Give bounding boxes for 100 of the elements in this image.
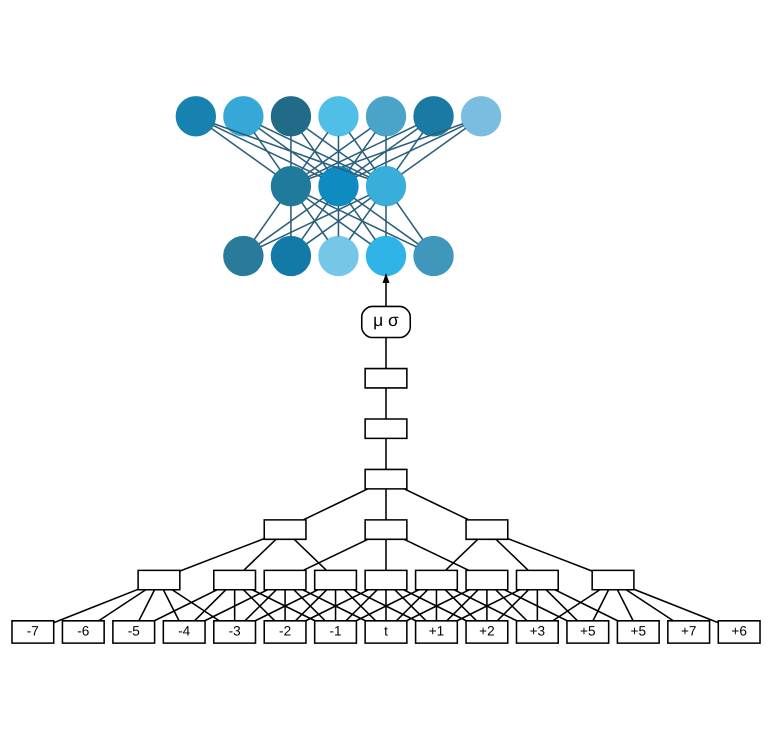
node-box: +6 <box>718 620 761 644</box>
connector <box>214 122 368 179</box>
connector <box>194 588 226 621</box>
connector <box>404 538 469 570</box>
connector <box>284 590 286 620</box>
node-circle <box>270 235 312 276</box>
connector <box>212 124 322 178</box>
connector <box>404 488 469 520</box>
connector <box>303 488 368 520</box>
connector <box>546 588 578 621</box>
connector <box>210 127 276 174</box>
node-box <box>314 569 358 590</box>
node-box: +1 <box>414 620 458 644</box>
connector <box>508 538 592 572</box>
connector <box>234 590 236 620</box>
connector <box>260 194 370 248</box>
node-circle <box>460 96 502 136</box>
node-box <box>591 569 635 590</box>
node-box: -7 <box>11 620 54 644</box>
connector <box>258 127 324 174</box>
node-box: -3 <box>213 620 256 644</box>
node-circle <box>413 235 454 276</box>
connector <box>308 124 417 178</box>
connector <box>243 538 276 570</box>
connector <box>385 590 387 620</box>
node-box: +5 <box>566 620 610 644</box>
node-box: -2 <box>263 620 307 644</box>
connector <box>504 588 568 621</box>
connector <box>354 127 419 174</box>
connector <box>634 588 718 623</box>
connector <box>162 589 180 620</box>
node-circle <box>366 165 406 206</box>
node-circle <box>176 96 216 136</box>
connector <box>254 202 281 240</box>
connector <box>396 132 424 170</box>
node-box <box>364 418 408 439</box>
connector <box>172 588 220 621</box>
connector <box>626 588 674 621</box>
node-box <box>364 468 408 490</box>
connector <box>554 588 618 621</box>
node-box: t <box>364 620 408 644</box>
node-circle <box>413 96 454 136</box>
connector <box>496 538 529 570</box>
connector <box>348 132 376 170</box>
connector <box>98 588 146 621</box>
connector <box>253 132 281 170</box>
connector <box>154 588 218 621</box>
node-circle <box>318 235 359 276</box>
node-circle <box>223 96 264 136</box>
connector <box>385 337 387 368</box>
node-box: -5 <box>112 620 156 644</box>
node-box: +7 <box>667 620 710 644</box>
connector <box>385 135 387 166</box>
connector <box>385 488 387 520</box>
connector <box>258 196 324 244</box>
connector <box>308 122 464 179</box>
connector <box>592 589 610 620</box>
node-box <box>465 569 509 590</box>
connector <box>290 205 292 236</box>
node-box: +2 <box>465 620 509 644</box>
node-box: -1 <box>314 620 358 644</box>
connector <box>445 538 478 570</box>
connector <box>353 196 418 244</box>
node-box <box>137 569 181 590</box>
node-box <box>364 367 408 388</box>
connector <box>552 588 600 621</box>
connector <box>486 590 488 620</box>
connector <box>204 588 268 621</box>
node-box <box>263 518 307 540</box>
node-box <box>364 569 408 590</box>
connector <box>260 124 370 178</box>
node-circle <box>366 96 406 136</box>
node-box <box>263 569 307 590</box>
connector <box>54 588 138 623</box>
connector <box>396 202 424 240</box>
connector <box>385 538 387 570</box>
node-box: +3 <box>516 620 559 644</box>
arrow <box>382 272 390 306</box>
node-box <box>414 569 458 590</box>
connector <box>301 132 328 170</box>
node-box: +5 <box>616 620 660 644</box>
node-circle <box>318 96 359 136</box>
connector <box>301 202 328 240</box>
connector <box>334 590 336 620</box>
connector <box>385 438 387 469</box>
node-circle <box>318 165 359 206</box>
connector <box>401 127 466 174</box>
connector <box>385 205 387 236</box>
connector <box>436 590 438 620</box>
node-box: -4 <box>162 620 206 644</box>
connector <box>385 388 387 418</box>
node-circle <box>270 165 312 206</box>
node-box <box>213 569 256 590</box>
connector <box>138 589 156 620</box>
connector <box>290 135 292 166</box>
connector <box>348 202 376 240</box>
node-box <box>516 569 559 590</box>
connector <box>616 589 634 620</box>
node-circle <box>366 235 406 276</box>
node-circle <box>270 96 312 136</box>
